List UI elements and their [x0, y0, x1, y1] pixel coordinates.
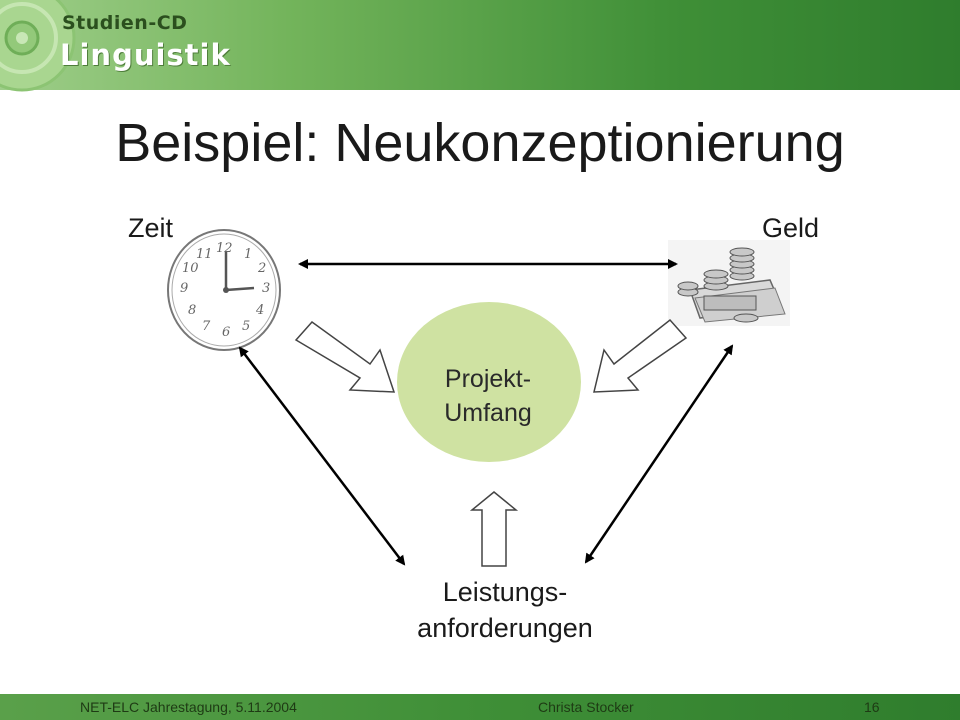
footer-bar: NET-ELC Jahrestagung, 5.11.2004 Christa …	[0, 694, 960, 720]
footer-page-number: 16	[864, 699, 880, 715]
leistung-line1: Leistungs-	[442, 577, 568, 607]
cd-disc-icon	[0, 0, 76, 92]
arrow-geld-leistung	[584, 344, 734, 564]
arrow-zeit-leistung	[238, 346, 406, 566]
header-banner: Studien-CD Linguistik	[0, 0, 960, 92]
footer-author: Christa Stocker	[538, 699, 634, 715]
center-label-line2: Umfang	[444, 399, 532, 427]
svg-text:9: 9	[180, 281, 188, 296]
slide-title: Beispiel: Neukonzeptionierung	[115, 113, 845, 173]
projekt-umfang-circle	[397, 302, 581, 462]
logo-linguistik: Linguistik	[60, 38, 231, 72]
logo-studien-cd: Studien-CD	[62, 12, 188, 34]
svg-text:3: 3	[262, 281, 270, 296]
svg-text:4: 4	[255, 303, 264, 318]
svg-text:11: 11	[196, 247, 213, 262]
label-geld: Geld	[762, 213, 820, 243]
svg-text:10: 10	[182, 261, 199, 276]
money-stack-icon	[668, 240, 790, 326]
clock-icon: 12 1 2 3 4 5 6 7 8 9 10 11	[167, 229, 281, 351]
center-label-line1: Projekt-	[444, 365, 532, 393]
block-arrow-from-geld	[593, 318, 688, 393]
label-zeit: Zeit	[128, 213, 174, 243]
svg-text:12: 12	[216, 241, 233, 256]
svg-text:2: 2	[257, 261, 266, 276]
leistung-line2: anforderungen	[417, 613, 593, 643]
svg-text:1: 1	[244, 247, 252, 262]
label-leistungsanforderungen: Leistungs- anforderungen	[380, 574, 630, 646]
center-label: Projekt- Umfang	[398, 362, 578, 430]
svg-text:8: 8	[188, 303, 196, 318]
svg-text:5: 5	[242, 319, 250, 334]
svg-text:6: 6	[222, 325, 230, 340]
block-arrow-from-zeit	[294, 320, 396, 393]
footer-event: NET-ELC Jahrestagung, 5.11.2004	[80, 699, 297, 715]
svg-text:7: 7	[202, 319, 211, 334]
block-arrow-from-leistung	[469, 491, 519, 567]
